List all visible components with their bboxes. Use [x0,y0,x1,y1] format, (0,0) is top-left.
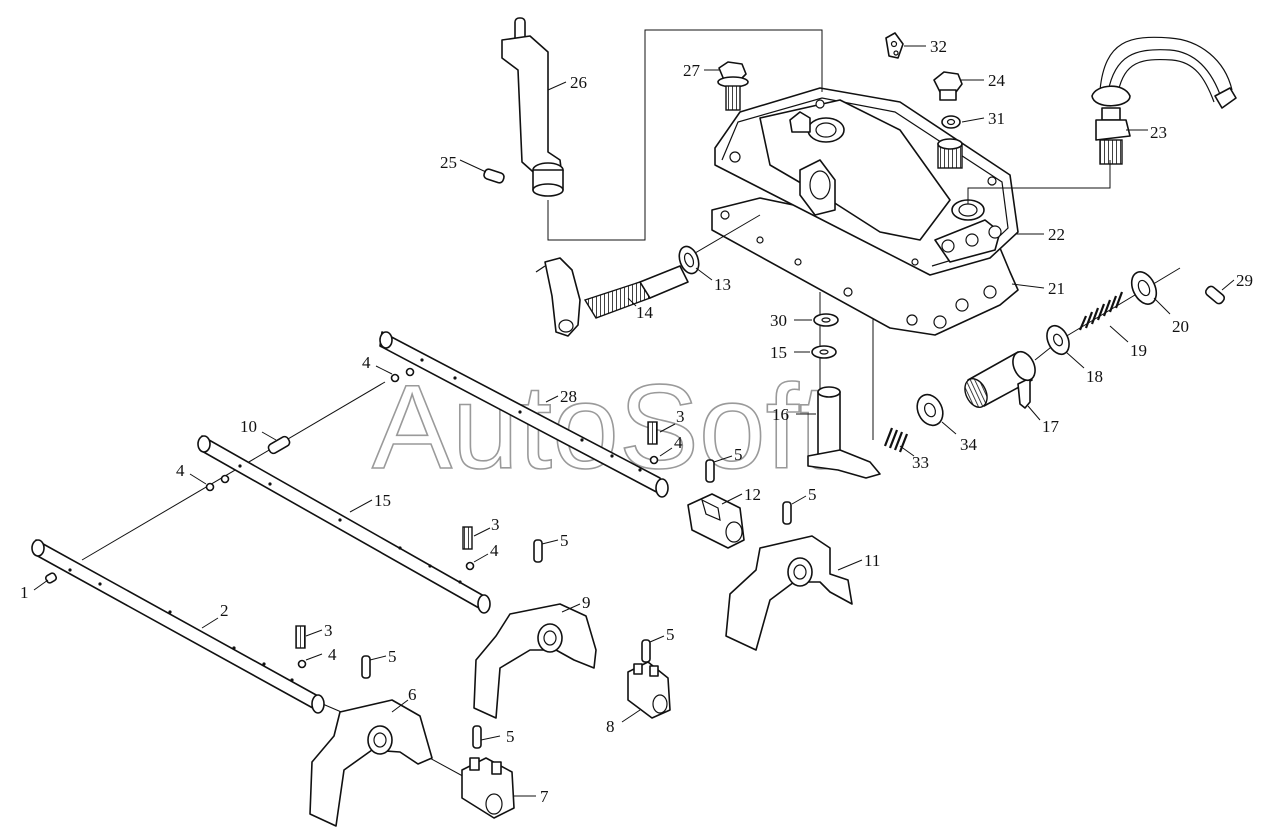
label-32: 32 [930,37,947,56]
label-13: 13 [714,275,731,294]
label-22: 22 [1048,225,1065,244]
compression-spring [1078,291,1124,331]
label-2: 2 [220,601,229,620]
label-24: 24 [988,71,1006,90]
shift-block-7 [461,757,515,819]
label-5c: 5 [560,531,569,550]
detent-springs [295,421,658,649]
label-30: 30 [770,311,787,330]
lock-pins [361,459,792,749]
label-12: 12 [744,485,761,504]
path-line-lever [547,29,823,241]
callouts: 1 2 3 3 3 4 4 4 4 4 5 5 5 5 5 5 6 7 8 [20,37,1253,806]
label-26: 26 [570,73,587,92]
label-4e: 4 [328,645,337,664]
label-17: 17 [1042,417,1060,436]
detent-balls [205,367,659,669]
label-5b: 5 [808,485,817,504]
cover-housing [714,87,1019,276]
shift-fork-9 [473,603,597,719]
interlock-pins [44,435,291,584]
label-3a: 3 [676,407,685,426]
label-34: 34 [960,435,978,454]
label-23: 23 [1150,123,1167,142]
small-spring [883,427,909,453]
path-line-14 [689,214,761,257]
shift-finger-shaft [807,386,881,479]
pin-29 [1204,285,1226,305]
label-6: 6 [408,685,417,704]
shift-rod-28 [379,331,669,498]
label-8: 8 [606,717,615,736]
label-4c: 4 [674,433,683,452]
washer-31 [941,115,961,129]
shift-block-12 [687,493,745,549]
plug-bolt [933,71,963,101]
lever-shaft [535,257,689,337]
label-15a: 15 [374,491,391,510]
label-21: 21 [1048,279,1065,298]
label-4a: 4 [362,353,371,372]
washer-30 [813,313,839,327]
label-27: 27 [683,61,701,80]
shift-block-8 [627,661,671,719]
label-1: 1 [20,583,29,602]
label-7: 7 [540,787,549,806]
label-14: 14 [636,303,654,322]
label-18: 18 [1086,367,1103,386]
path-line-sensor [967,160,1111,204]
threaded-boss [937,138,963,169]
seal-ring [678,245,700,275]
washer-18 [1046,324,1070,356]
lever-bracket [501,17,564,197]
small-pin-25 [483,168,505,184]
label-33: 33 [912,453,929,472]
shift-rod-2 [31,539,325,714]
shift-fork-6 [309,699,433,827]
label-5a: 5 [734,445,743,464]
label-9: 9 [582,593,591,612]
label-31: 31 [988,109,1005,128]
label-20: 20 [1172,317,1189,336]
label-3b: 3 [491,515,500,534]
bracket-clip [885,32,904,59]
label-4b: 4 [176,461,185,480]
watermark-text: AutoSoft [372,360,832,494]
label-5d: 5 [666,625,675,644]
label-3c: 3 [324,621,333,640]
label-15b: 15 [770,343,787,362]
flange-bolt [717,61,749,111]
sensor-switch [1091,36,1237,165]
sleeve [964,350,1036,409]
label-19: 19 [1130,341,1147,360]
path-line-rod [81,381,386,561]
label-28: 28 [560,387,577,406]
label-29: 29 [1236,271,1253,290]
label-5e: 5 [388,647,397,666]
label-10: 10 [240,417,257,436]
washer-34 [916,393,944,427]
washer-20 [1130,271,1158,305]
shift-fork-11 [725,535,853,651]
label-5f: 5 [506,727,515,746]
washer-15 [811,345,837,359]
label-16: 16 [772,405,789,424]
label-11: 11 [864,551,880,570]
label-25: 25 [440,153,457,172]
shift-rod-15 [197,435,491,614]
label-4d: 4 [490,541,499,560]
